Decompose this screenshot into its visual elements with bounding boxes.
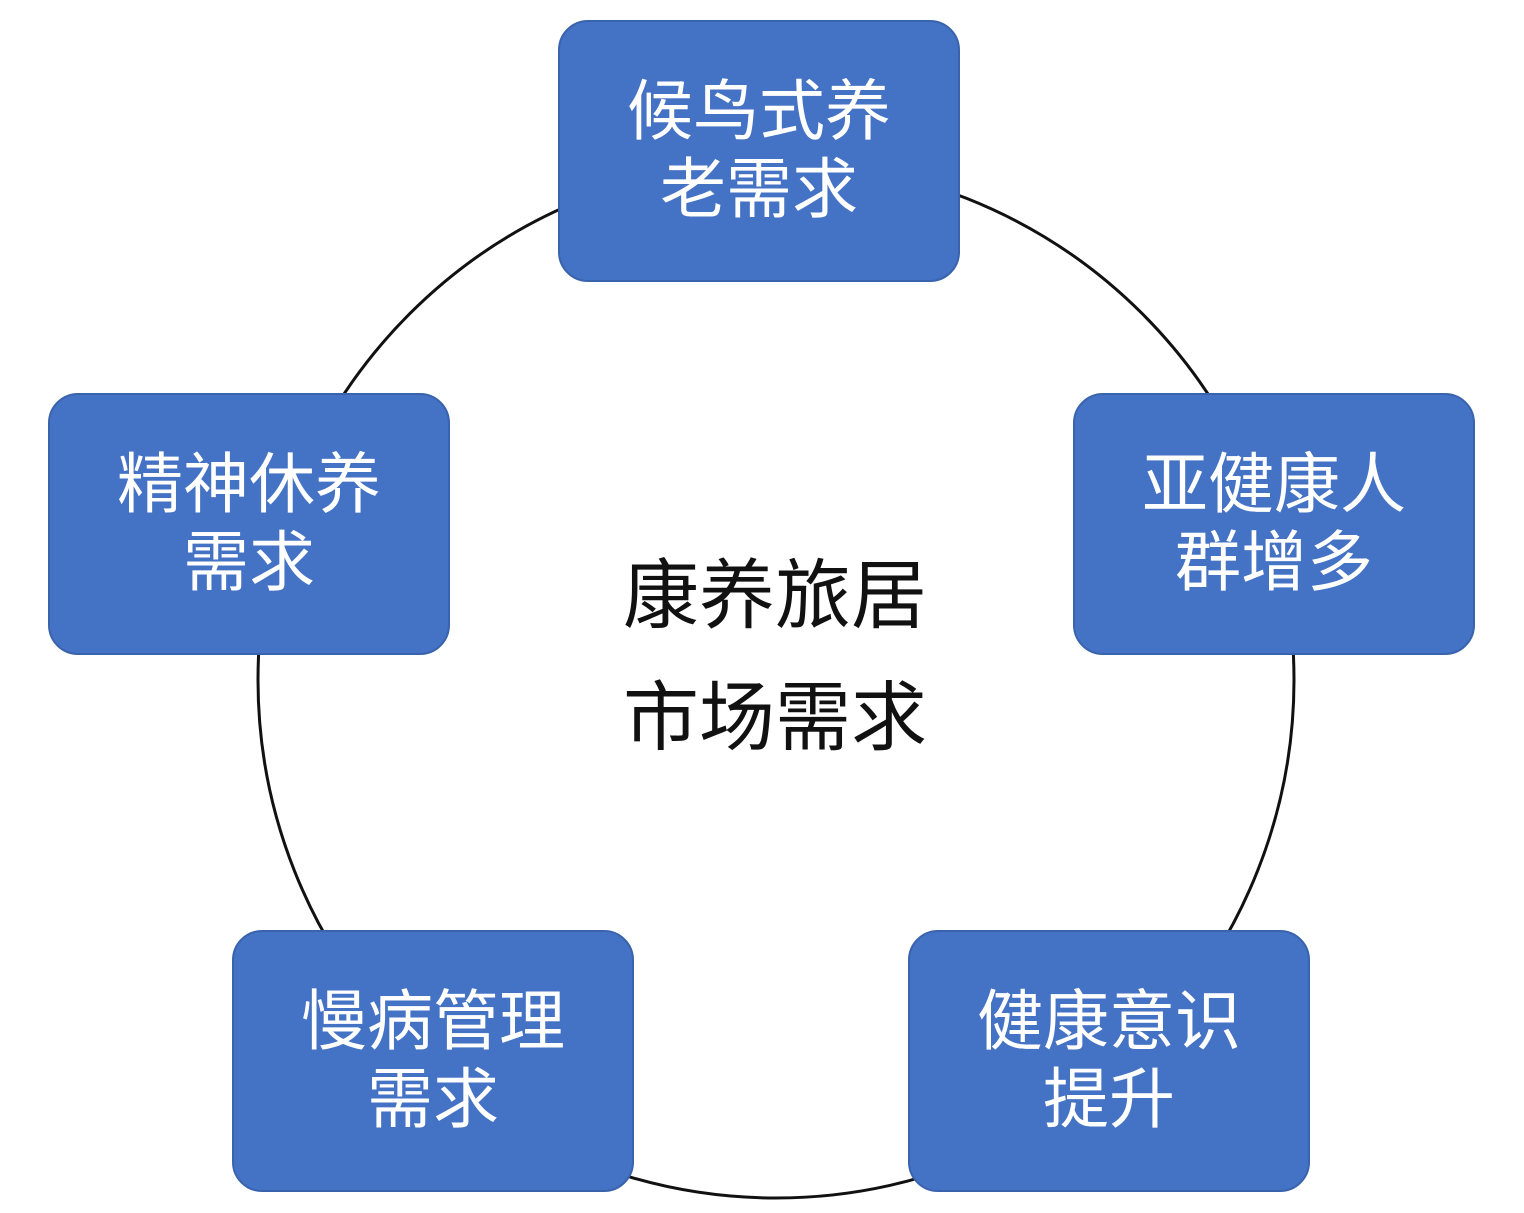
- node-label-line2: 需求: [367, 1061, 499, 1138]
- node-label-line1: 慢病管理: [301, 983, 565, 1060]
- node-label-line1: 精神休养: [117, 446, 381, 523]
- node-label-line1: 健康意识: [977, 983, 1241, 1060]
- node-label-line1: 候鸟式养: [627, 73, 891, 150]
- node-migratory-elderly-care: 候鸟式养 老需求: [558, 20, 960, 282]
- node-label-line1: 亚健康人: [1142, 446, 1406, 523]
- node-mental-rest: 精神休养 需求: [48, 393, 450, 655]
- center-title-line1: 康养旅居: [623, 551, 927, 640]
- node-label-line2: 需求: [183, 524, 315, 601]
- center-title-line2: 市场需求: [623, 673, 927, 762]
- node-health-awareness: 健康意识 提升: [908, 930, 1310, 1192]
- node-label-line2: 群增多: [1175, 524, 1373, 601]
- node-label-line2: 提升: [1043, 1061, 1175, 1138]
- node-label-line2: 老需求: [660, 151, 858, 228]
- node-subhealth-population: 亚健康人 群增多: [1073, 393, 1475, 655]
- node-chronic-disease-management: 慢病管理 需求: [232, 930, 634, 1192]
- center-title: 康养旅居 市场需求: [560, 535, 990, 779]
